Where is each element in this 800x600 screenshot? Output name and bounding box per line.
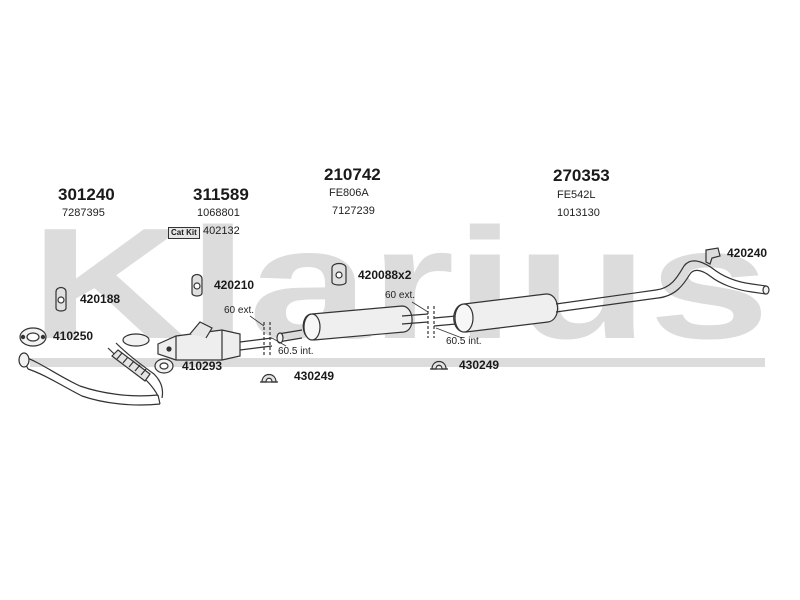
group-main-311589: 311589	[193, 185, 249, 204]
group-ref-fe806a: FE806A	[329, 187, 369, 199]
clamp-430249-a	[260, 373, 278, 383]
gasket-410293	[154, 358, 174, 374]
gasket-ring-drawing	[19, 327, 47, 347]
part-420188: 420188	[80, 292, 121, 306]
group-ref-7127239: 7127239	[332, 205, 375, 217]
rear-silencer-drawing	[433, 260, 770, 333]
rubber-mount-420188	[55, 286, 67, 312]
leader-60-ext-1	[249, 315, 265, 327]
cat-kit-badge: Cat Kit	[168, 227, 200, 239]
leader-60-5-int-2	[435, 327, 463, 339]
catalytic-converter-drawing	[157, 321, 273, 361]
dimension-60-5-int-2: 60.5 int.	[446, 336, 482, 347]
front-pipe-drawing	[18, 333, 164, 406]
dimension-60-ext-1: 60 ext.	[224, 305, 255, 316]
dimension-60-5-int-1: 60.5 int.	[278, 346, 314, 357]
group-ref-fe542l: FE542L	[557, 189, 596, 201]
clamp-430249-b	[430, 360, 448, 370]
group-ref-1013130: 1013130	[557, 207, 600, 219]
rubber-mount-420088	[331, 262, 347, 286]
part-420210: 420210	[214, 278, 255, 292]
pipe-clamp-1	[263, 322, 271, 356]
dimension-60-ext-2: 60 ext.	[385, 290, 416, 301]
part-420240: 420240	[727, 246, 768, 260]
middle-silencer-drawing	[276, 305, 429, 344]
leader-60-5-int-1	[271, 337, 287, 347]
rubber-mount-420210	[191, 273, 203, 297]
leader-60-ext-2	[411, 301, 429, 313]
bracket-420240	[705, 247, 721, 265]
group-ref-7287395: 7287395	[62, 207, 105, 219]
group-main-270353: 270353	[553, 166, 610, 185]
group-main-210742: 210742	[324, 165, 381, 184]
watermark-bar	[30, 358, 765, 367]
part-410250: 410250	[53, 329, 94, 343]
group-main-301240: 301240	[58, 185, 115, 204]
part-420088x2: 420088x2	[358, 268, 412, 282]
part-430249-a: 430249	[294, 369, 335, 383]
part-430249-b: 430249	[459, 358, 500, 372]
group-ref-1068801: 1068801	[197, 207, 240, 219]
group-ref-402132: 402132	[203, 225, 240, 237]
part-410293: 410293	[182, 359, 223, 373]
watermark-text: Klarius	[30, 196, 770, 372]
pipe-clamp-2	[427, 306, 435, 338]
